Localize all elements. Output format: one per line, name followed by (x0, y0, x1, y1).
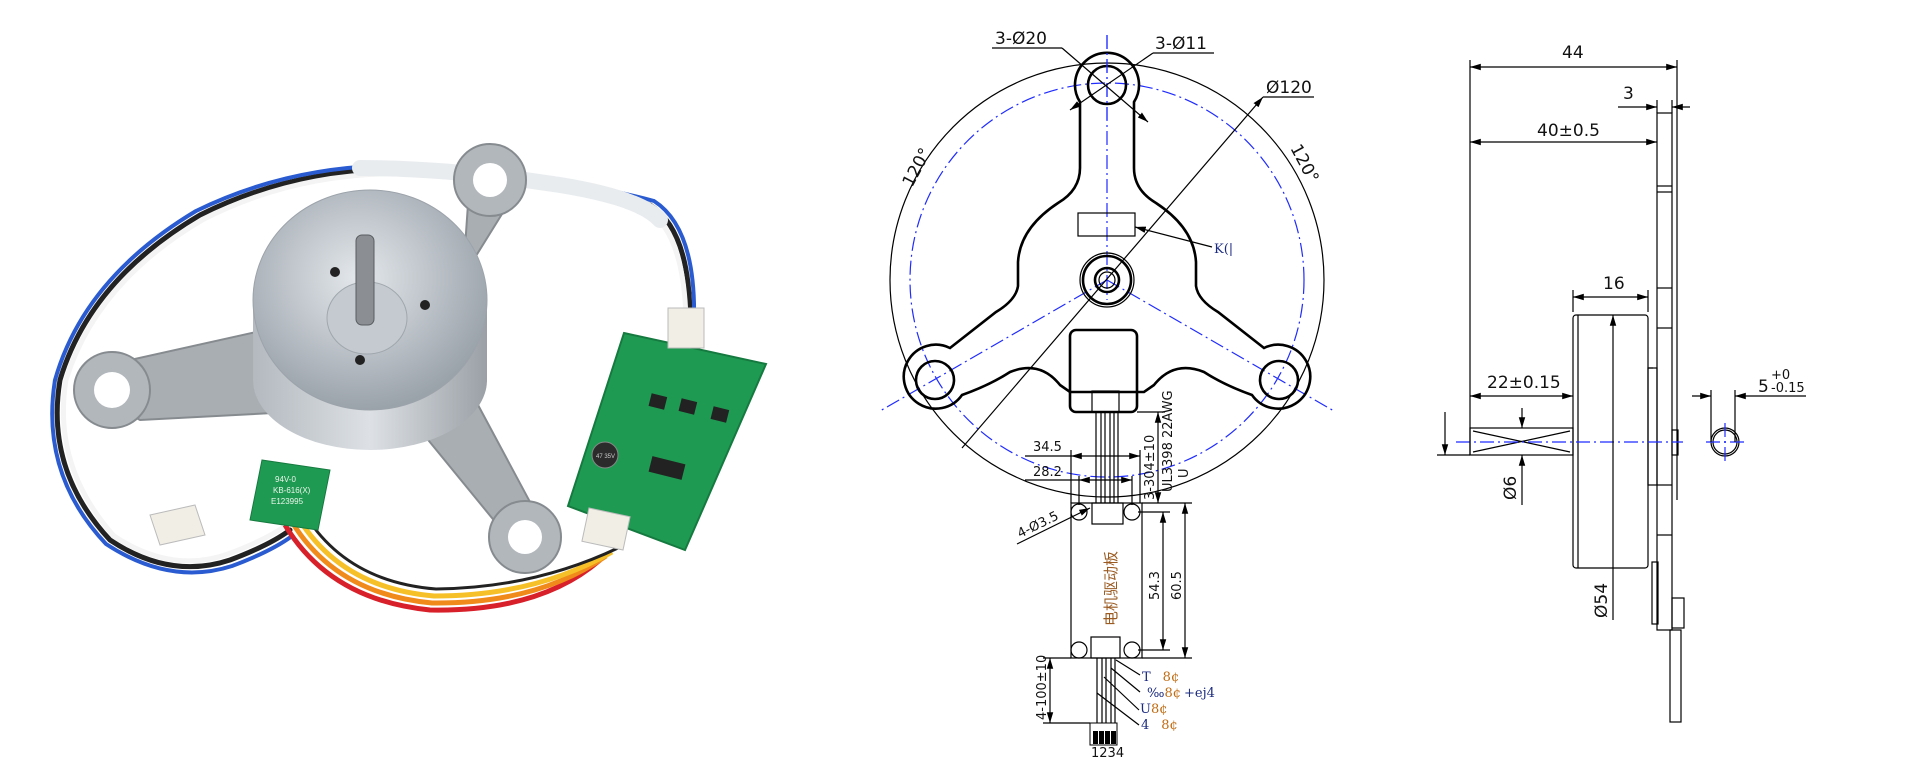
hole-spacing-dim: 28.2 (1033, 465, 1062, 480)
hole-inner-label: 3-Ø11 (1155, 34, 1207, 54)
angle-right-label: 120° (1286, 141, 1323, 187)
pin-label: ‰8¢+ej4 (1147, 686, 1215, 701)
can-length-dim: 16 (1603, 274, 1625, 294)
capacitor-label: 47 35V (596, 454, 615, 460)
can-diameter-dim: Ø54 (1592, 583, 1612, 618)
output-cable-dim: 4-100±10 (1035, 655, 1050, 720)
sensor-connector (149, 504, 206, 546)
signal-wire-loop (50, 160, 697, 575)
cable-u-label: U (1177, 468, 1192, 478)
label-callout: K(| (1214, 242, 1233, 257)
driver-pcb: 47 35V (566, 307, 768, 552)
shaft-length-dim: 22±0.15 (1487, 373, 1561, 393)
flat-tol-lower: -0.15 (1771, 381, 1805, 396)
pin-numbers: 1234 (1091, 746, 1124, 761)
capacitor (591, 441, 619, 469)
hole-outer-label: 3-Ø20 (995, 29, 1047, 49)
board-height-inner-dim: 54.3 (1148, 571, 1163, 600)
sensor-label-line: 94V-0 (275, 475, 296, 484)
flange-thickness-dim: 3 (1623, 84, 1634, 104)
motor-connector (1068, 328, 1139, 414)
flat-tol-upper: +0 (1771, 368, 1790, 383)
motor-can (252, 189, 488, 450)
sensor-label-line: E123995 (271, 497, 304, 506)
pcb-output-connector (581, 507, 631, 551)
side-view-drawing: 44 3 40±0.5 16 22±0.15 Ø6 Ø54 5 +0 -0.15 (1437, 43, 1806, 723)
cable-spec: UL3398 22AWG (1161, 390, 1176, 492)
shaft-diameter-dim: Ø6 (1501, 476, 1521, 500)
sensor-label-line: KB-616(X) (273, 486, 311, 495)
front-view-drawing: 3-Ø20 3-Ø11 Ø120 120° 120° K(| 电机驱动板 34.… (879, 29, 1335, 761)
angle-left-label: 120° (899, 145, 936, 191)
diameter-label: Ø120 (1266, 78, 1312, 98)
pcb-input-connector (667, 307, 705, 349)
mount-holes-dim: 4-Ø3.5 (1015, 509, 1061, 542)
cable-length-dim: 3-304±10 (1143, 435, 1158, 500)
pin-label: U8¢ (1140, 702, 1168, 717)
overall-length-dim: 44 (1562, 43, 1584, 63)
power-wires (282, 515, 619, 613)
motor-photo: 94V-0 KB-616(X) E123995 47 35V (50, 143, 768, 613)
bracket-outline (902, 51, 1312, 410)
board-height-dim: 60.5 (1170, 571, 1185, 600)
hall-sensor-board: 94V-0 KB-616(X) E123995 (149, 459, 331, 546)
board-width-dim: 34.5 (1033, 440, 1062, 455)
flat-dim: 5 (1758, 377, 1769, 397)
body-length-dim: 40±0.5 (1537, 121, 1600, 141)
motor-shaft (355, 234, 375, 326)
board-name: 电机驱动板 (1102, 551, 1120, 626)
